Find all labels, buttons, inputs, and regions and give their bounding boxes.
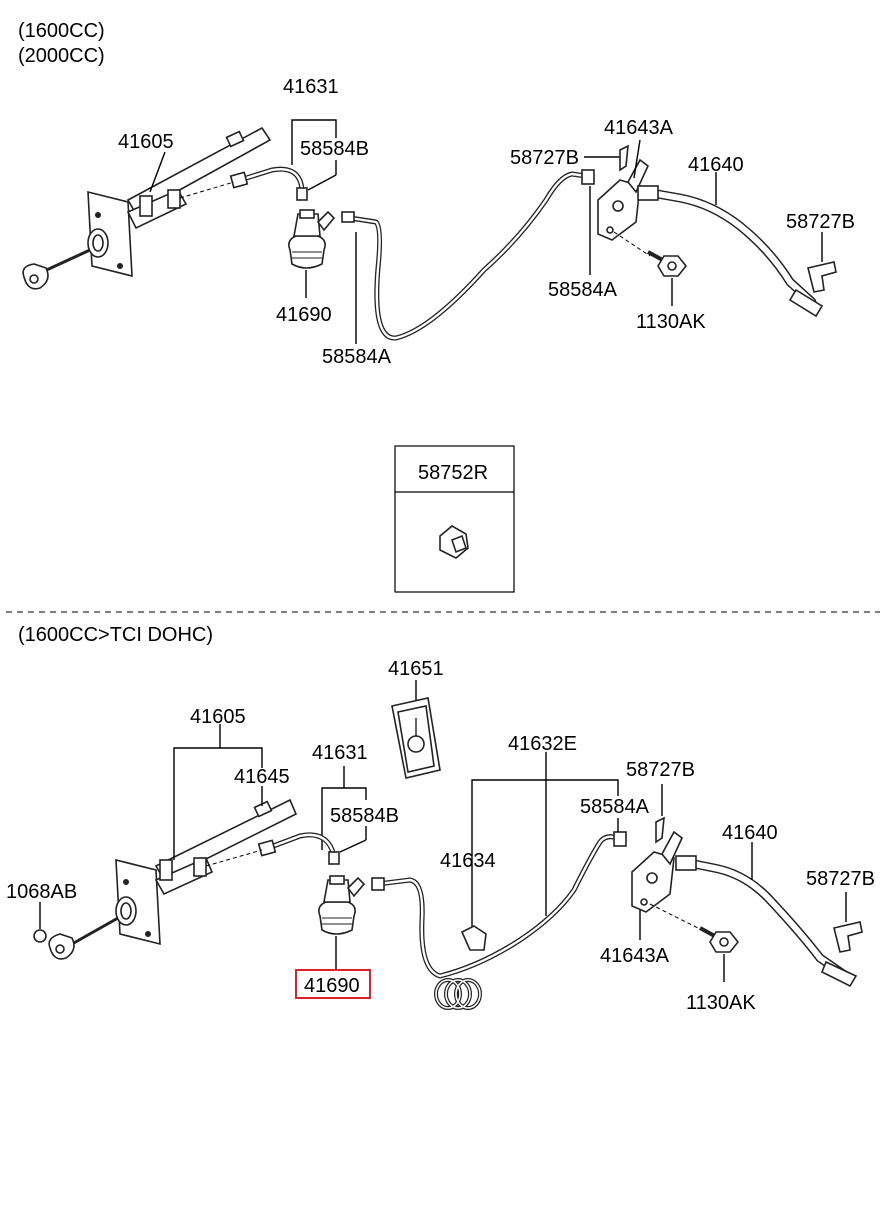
highlight-box-41690 bbox=[295, 969, 371, 999]
bracket-41643A-bottom[interactable] bbox=[631, 830, 683, 913]
nut-58584A-top-right bbox=[581, 169, 595, 185]
clip-58727B-top-left bbox=[619, 144, 629, 172]
reservoir-41690-top[interactable] bbox=[288, 209, 336, 269]
dash-bolt-bottom bbox=[649, 903, 703, 931]
nut-58584A-bottom bbox=[613, 831, 627, 847]
label-41605-top[interactable]: 41605 bbox=[118, 131, 174, 153]
label-41643A-top[interactable]: 41643A bbox=[604, 117, 674, 139]
clip-58727B-bottom-left bbox=[655, 816, 665, 844]
nut-58584B-top bbox=[296, 187, 308, 201]
header-line-2: (2000CC) bbox=[18, 45, 105, 67]
leader-58584B-top-b bbox=[307, 174, 337, 191]
bracket-41632E bbox=[471, 779, 619, 930]
hose-41640-top bbox=[641, 187, 817, 307]
label-58727B-bottom-left[interactable]: 58727B bbox=[626, 759, 695, 781]
clutch-pipe-bottom bbox=[375, 834, 621, 979]
pipe-fitting-bottom bbox=[257, 839, 277, 857]
leader-58584B-bottom-b bbox=[339, 839, 367, 853]
label-41651[interactable]: 41651 bbox=[388, 658, 444, 680]
pad-41651[interactable] bbox=[391, 697, 441, 779]
washer-1068AB[interactable] bbox=[33, 929, 47, 943]
pipe-coil bbox=[434, 978, 482, 1010]
nut-58584B-bottom bbox=[328, 851, 340, 865]
label-41640-bottom[interactable]: 41640 bbox=[722, 822, 778, 844]
header-line-1: (1600CC) bbox=[18, 20, 105, 42]
label-41605-bottom[interactable]: 41605 bbox=[190, 706, 246, 728]
bolt-1130AK-top[interactable] bbox=[647, 250, 688, 277]
clip-58727B-bottom-right bbox=[833, 921, 863, 953]
label-58727B-top-left[interactable]: 58727B bbox=[510, 147, 579, 169]
reservoir-41690-bottom[interactable] bbox=[318, 875, 366, 935]
bracket-41643A-top[interactable] bbox=[597, 158, 649, 241]
label-58584A-bottom[interactable]: 58584A bbox=[580, 796, 650, 818]
label-41643A-bottom[interactable]: 41643A bbox=[600, 945, 670, 967]
bracket-41631-top bbox=[291, 119, 337, 140]
hose-end-bottom-a bbox=[675, 855, 697, 871]
label-58584B-bottom[interactable]: 58584B bbox=[330, 805, 399, 827]
label-41690-bottom[interactable]: 41690 bbox=[304, 975, 360, 997]
header-bottom: (1600CC>TCI DOHC) bbox=[18, 624, 213, 646]
label-41634[interactable]: 41634 bbox=[440, 850, 496, 872]
label-41632E[interactable]: 41632E bbox=[508, 733, 577, 755]
clip-58727B-top-right bbox=[807, 261, 837, 293]
label-58727B-top-right[interactable]: 58727B bbox=[786, 211, 855, 233]
label-41645[interactable]: 41645 bbox=[234, 766, 290, 788]
master-cylinder-bottom[interactable] bbox=[48, 798, 298, 960]
pipe-fitting-top bbox=[229, 171, 249, 189]
master-cylinder-top[interactable] bbox=[22, 126, 272, 290]
label-58584A-top-left[interactable]: 58584A bbox=[322, 346, 392, 368]
hose-end-top-a bbox=[637, 185, 659, 201]
hose-end-top-b bbox=[788, 288, 824, 318]
label-1130AK-top[interactable]: 1130AK bbox=[636, 311, 706, 333]
label-41640-top[interactable]: 41640 bbox=[688, 154, 744, 176]
clip-58752R-icon[interactable] bbox=[439, 525, 469, 559]
pipe-fitting-coil-left bbox=[371, 877, 385, 891]
clutch-pipe-top bbox=[347, 171, 589, 341]
label-1130AK-bottom[interactable]: 1130AK bbox=[686, 992, 756, 1014]
dash-mc-bottom bbox=[205, 849, 263, 867]
label-58752R[interactable]: 58752R bbox=[418, 462, 488, 484]
leader-41605-top bbox=[149, 151, 166, 193]
clip-41634[interactable] bbox=[460, 925, 487, 951]
hose-end-bottom-b bbox=[820, 960, 858, 988]
label-41631-bottom[interactable]: 41631 bbox=[312, 742, 368, 764]
nut-58584A-top-left bbox=[341, 211, 355, 223]
label-41690-top[interactable]: 41690 bbox=[276, 304, 332, 326]
inset-box-58752R bbox=[394, 445, 515, 593]
label-41631-top[interactable]: 41631 bbox=[283, 76, 339, 98]
label-58584B-top[interactable]: 58584B bbox=[300, 138, 369, 160]
bolt-1130AK-bottom[interactable] bbox=[699, 926, 740, 953]
label-58727B-bottom-right[interactable]: 58727B bbox=[806, 868, 875, 890]
leader-41643A-top bbox=[633, 139, 641, 179]
label-1068AB[interactable]: 1068AB bbox=[6, 881, 77, 903]
label-58584A-top-right[interactable]: 58584A bbox=[548, 279, 618, 301]
dash-mc-top bbox=[179, 181, 235, 199]
bracket-41605-bottom bbox=[173, 747, 263, 860]
dash-bolt-top bbox=[613, 231, 651, 257]
